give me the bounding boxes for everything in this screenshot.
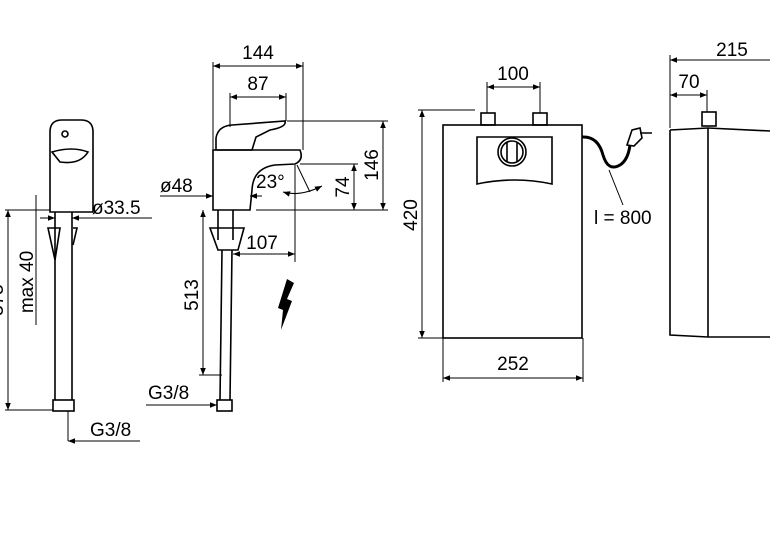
dim-height-total: 146: [362, 149, 383, 181]
dim-spout-reach: 107: [246, 233, 278, 254]
dim-heater-height: 420: [401, 199, 422, 231]
lightning-icon: [278, 279, 294, 330]
power-plug-icon: [625, 127, 652, 147]
dim-hose-length: 513: [182, 279, 203, 311]
dim-base-diameter: ø48: [160, 176, 193, 197]
faucet-front-view: 375 max 40 ø33.5 G3/8: [0, 119, 152, 444]
dim-connector-spacing: 100: [497, 64, 529, 85]
dim-heater-width: 252: [497, 354, 529, 375]
dim-max-thickness: max 40: [17, 251, 38, 313]
dim-width-total: 144: [242, 43, 274, 64]
dim-heater-depth: 215: [716, 40, 748, 61]
heater-side-view: 215 70: [669, 40, 770, 338]
dim-connection-side: G3/8: [148, 383, 189, 404]
dim-cable-length: l = 800: [594, 208, 652, 229]
dim-connector-offset: 70: [678, 72, 699, 93]
dim-angle: 23°: [256, 172, 285, 193]
faucet-side-view: 144 87 146 74 23° ø48 107 513 G3/8: [146, 43, 388, 412]
dim-connection-front: G3/8: [90, 420, 131, 441]
heater-front-view: 100 420 252 l = 800: [401, 64, 652, 382]
dim-total-height: 375: [0, 284, 8, 316]
dim-lever-width: 87: [247, 74, 268, 95]
dim-spout-height: 74: [333, 176, 354, 198]
dim-shank-diameter: ø33.5: [92, 198, 141, 219]
